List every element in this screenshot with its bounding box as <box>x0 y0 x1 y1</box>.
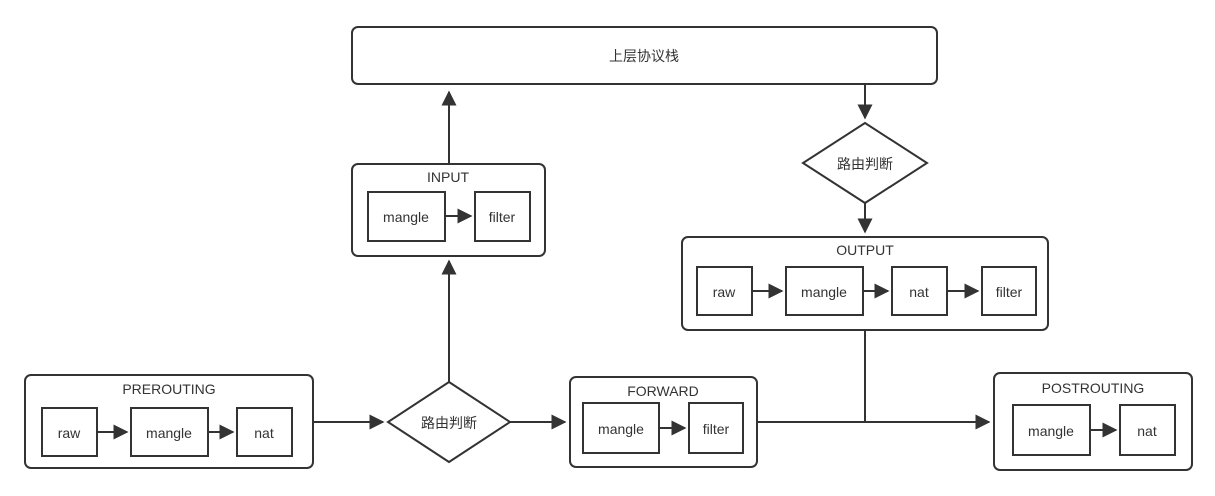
output-chain-box <box>681 236 1049 331</box>
postrouting-nat-label: nat <box>1137 423 1157 439</box>
prerouting-chain-label: PREROUTING <box>122 381 215 397</box>
forward-mangle-label: mangle <box>598 421 644 437</box>
postrouting-mangle-box <box>1012 404 1091 456</box>
output-chain-label: OUTPUT <box>836 242 894 258</box>
postrouting-mangle-label: mangle <box>1028 423 1074 439</box>
output-filter-box <box>981 266 1037 316</box>
output-raw-box <box>696 266 753 316</box>
output-mangle-label: mangle <box>801 284 847 300</box>
node-postrouting-chain: POSTROUTING mangle nat <box>993 372 1193 471</box>
input-chain-label: INPUT <box>427 169 469 185</box>
output-raw-label: raw <box>713 284 736 300</box>
output-filter-label: filter <box>996 284 1023 300</box>
protocol-stack-box <box>351 26 938 85</box>
node-prerouting-chain: PREROUTING raw mangle nat <box>24 374 314 469</box>
input-mangle-label: mangle <box>383 209 429 225</box>
routing-decision-left-label: 路由判断 <box>421 415 477 431</box>
routing-decision-left-shape <box>386 380 512 464</box>
node-routing-decision-top: 路由判断 <box>801 121 929 205</box>
prerouting-nat-label: nat <box>254 425 274 441</box>
forward-filter-box <box>688 402 744 454</box>
prerouting-mangle-label: mangle <box>146 425 192 441</box>
prerouting-raw-label: raw <box>58 425 81 441</box>
node-routing-decision-left: 路由判断 <box>386 380 512 464</box>
output-nat-label: nat <box>909 284 929 300</box>
postrouting-nat-box <box>1119 404 1176 456</box>
forward-filter-label: filter <box>703 421 730 437</box>
routing-decision-top-shape <box>801 121 929 205</box>
node-forward-chain: FORWARD mangle filter <box>569 376 758 468</box>
routing-decision-top-label: 路由判断 <box>837 156 893 172</box>
edges <box>313 84 991 430</box>
input-filter-box <box>474 191 531 242</box>
node-input-chain: INPUT mangle filter <box>351 163 546 257</box>
postrouting-chain-label: POSTROUTING <box>1042 380 1145 396</box>
protocol-stack-label: 上层协议栈 <box>609 48 679 64</box>
node-output-chain: OUTPUT raw mangle nat filter <box>681 236 1049 331</box>
input-filter-label: filter <box>489 209 516 225</box>
prerouting-raw-box <box>41 407 98 457</box>
output-nat-box <box>891 266 948 316</box>
prerouting-nat-box <box>236 407 293 457</box>
forward-chain-label: FORWARD <box>627 383 699 399</box>
node-protocol-stack: 上层协议栈 <box>351 26 938 85</box>
